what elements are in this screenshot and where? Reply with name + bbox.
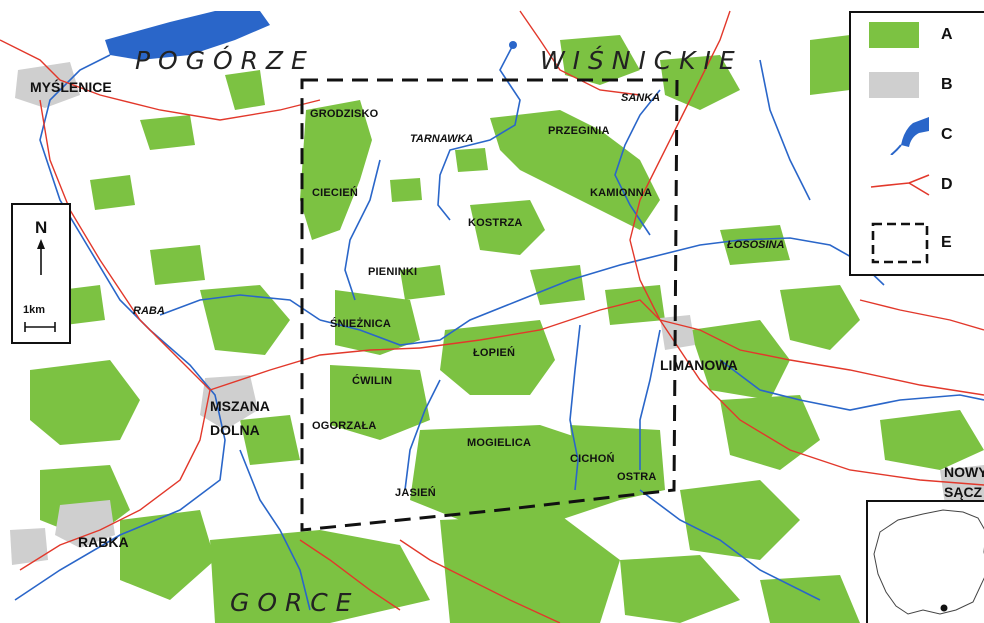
legend-letter-d: D — [941, 176, 953, 193]
peak-label-jasien: JASIEŃ — [395, 487, 436, 499]
water-layer — [14, 11, 984, 611]
forest-layer — [30, 35, 984, 623]
town-label-nowy-sacz-line1: NOWY — [944, 464, 984, 480]
town-label-rabka: RABKA — [78, 534, 129, 550]
town-label-myslenice: MYŚLENICE — [30, 79, 112, 95]
study-area-boundary — [300, 78, 679, 532]
town-label-mszana-line1: MSZANA — [210, 398, 270, 414]
peak-label-kamionna: KAMIONNA — [590, 187, 653, 199]
river-label-lososina: ŁOSOSINA — [727, 239, 785, 251]
study-area-symbol-icon — [871, 222, 929, 264]
region-label-wisnickie: W I Ś N I C K I E — [540, 46, 735, 75]
road-layer — [0, 10, 984, 623]
peak-label-lopien: ŁOPIEŃ — [473, 347, 516, 359]
peak-label-ciecien: CIECIEŃ — [312, 187, 359, 199]
legend-item-d: D — [851, 165, 984, 205]
peak-label-ostra: OSTRA — [617, 471, 657, 483]
legend-swatch-forest — [869, 22, 919, 48]
inset-locator-map — [866, 500, 984, 623]
legend-letter-a: A — [941, 26, 953, 43]
river-label-tarnawka: TARNAWKA — [410, 133, 474, 145]
map-legend: A B C D E — [849, 11, 984, 276]
peak-label-cichon: CICHOŃ — [570, 453, 615, 465]
peak-label-cwilin: ĆWILIN — [352, 375, 393, 387]
town-label-limanowa: LIMANOWA — [660, 357, 738, 373]
region-label-gorce: G O R C E — [230, 588, 352, 617]
legend-item-a: A — [851, 15, 984, 55]
legend-item-b: B — [851, 65, 984, 105]
peak-label-pieninki: PIENINKI — [368, 266, 418, 278]
poland-outline-icon — [873, 509, 984, 615]
legend-letter-c: C — [941, 126, 953, 143]
legend-item-e: E — [851, 218, 984, 264]
legend-swatch-urban — [869, 72, 919, 98]
scale-bar-label: 1km — [23, 304, 46, 316]
legend-item-c: C — [851, 115, 984, 155]
peak-label-ogorzala: OGORZAŁA — [312, 420, 377, 432]
road-symbol-icon — [870, 174, 930, 196]
north-arrow-box: N 1km — [11, 203, 71, 344]
north-arrow-icon — [24, 239, 56, 332]
peak-label-sniezica: ŚNIEŻNICA — [330, 318, 392, 330]
river-label-sanka: SANKA — [621, 92, 661, 104]
peak-label-mogielica: MOGIELICA — [467, 437, 532, 449]
town-label-mszana-line2: DOLNA — [210, 422, 260, 438]
water-symbol-icon — [890, 117, 929, 155]
peak-label-grodzisko: GRODZISKO — [310, 108, 379, 120]
legend-letter-b: B — [941, 76, 953, 93]
town-label-nowy-sacz-line2: SĄCZ — [944, 484, 983, 500]
peak-label-przeginia: PRZEGINIA — [548, 125, 610, 137]
region-label-pogorze: P O G Ó R Z E — [135, 46, 307, 75]
river-label-raba: RABA — [133, 305, 165, 317]
legend-letter-e: E — [941, 234, 952, 251]
north-letter: N — [35, 218, 48, 237]
peak-label-kostrza: KOSTRZA — [468, 217, 523, 229]
